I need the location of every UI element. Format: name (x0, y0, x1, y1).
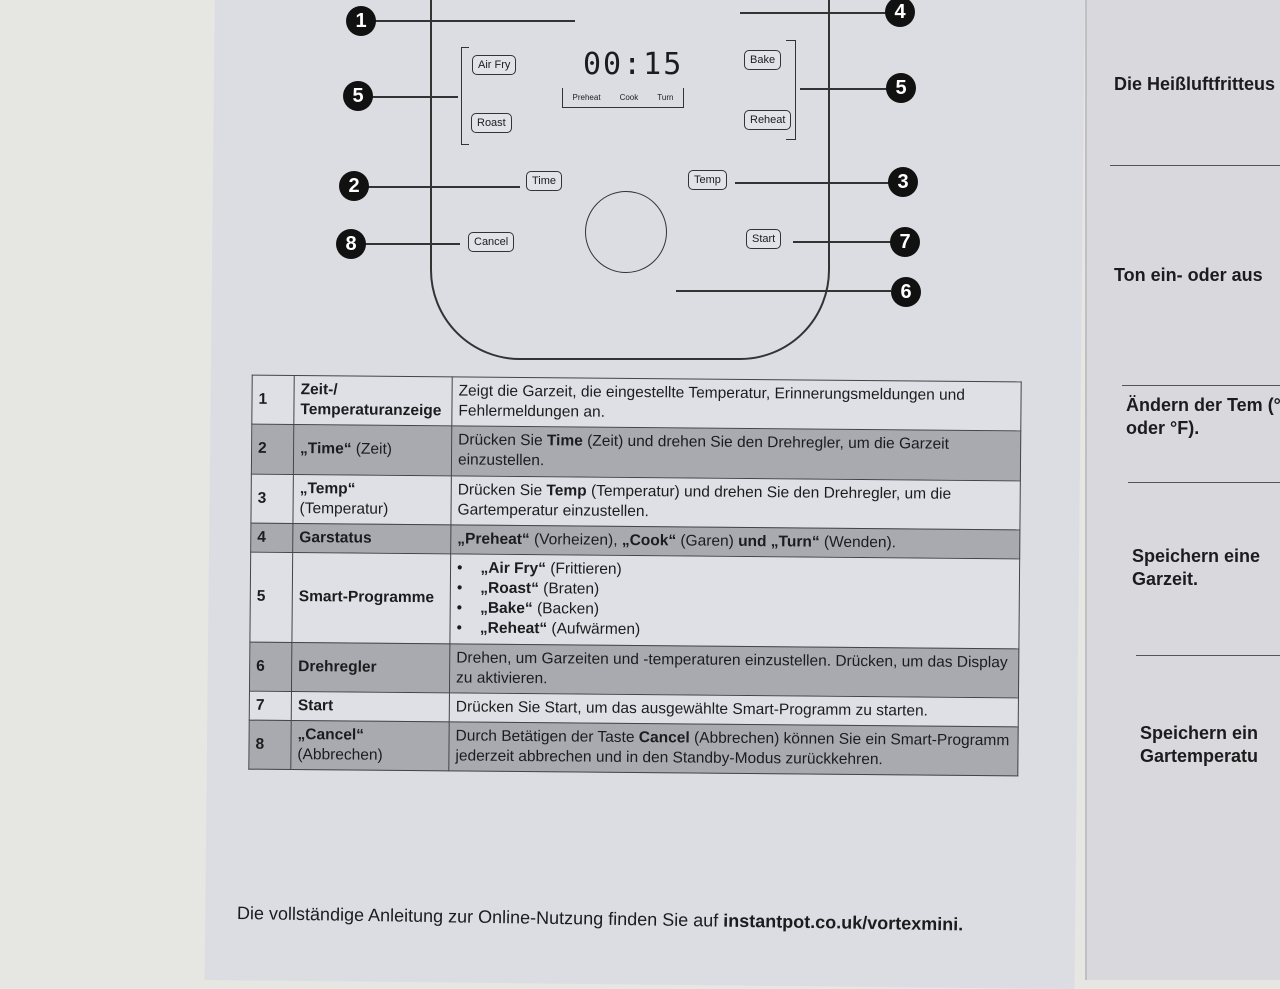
leader-line (735, 182, 890, 184)
time-button: Time (526, 171, 563, 191)
leader-line (800, 88, 888, 90)
table-row: 3„Temp“ (Temperatur)Drücken Sie Temp (Te… (250, 473, 1021, 530)
leader-line (368, 186, 520, 188)
reheat-button: Reheat (744, 110, 792, 130)
leader-line (375, 20, 575, 22)
time-display: 00:15 (583, 47, 684, 82)
temp-button: Temp (688, 170, 727, 190)
callout-2: 2 (339, 171, 369, 201)
callout-5-left: 5 (343, 81, 373, 111)
airfry-button: Air Fry (472, 55, 517, 75)
start-button: Start (746, 229, 782, 249)
leader-line (365, 243, 460, 245)
callout-1: 1 (346, 6, 376, 36)
leader-line (676, 290, 891, 292)
manual-url: instantpot.co.uk/vortexmini. (723, 910, 964, 935)
status-bar: Preheat Cook Turn (562, 88, 684, 108)
roast-button: Roast (471, 113, 512, 133)
callout-7: 7 (890, 227, 920, 257)
callout-4: 4 (885, 0, 915, 27)
right-page-row: Speichern ein Gartemperatu (1136, 655, 1280, 767)
right-page-row: Speichern eine Garzeit. (1128, 482, 1280, 590)
callout-8: 8 (336, 229, 366, 259)
right-page-row: Die Heißluftfritteus (1114, 74, 1276, 94)
right-page-row: Ton ein- oder aus (1110, 165, 1280, 285)
smart-program-list: „Air Fry“ (Frittieren) „Roast“ (Braten) … (456, 558, 1013, 643)
bake-button: Bake (744, 50, 782, 70)
leader-line (740, 12, 890, 14)
right-manual-page (1085, 0, 1280, 980)
device-outline (430, 0, 830, 360)
bracket-left (461, 47, 469, 145)
status-cook: Cook (619, 93, 639, 102)
status-preheat: Preheat (572, 93, 601, 102)
callout-3: 3 (888, 167, 918, 197)
dial-knob (585, 191, 667, 273)
table-row: 8„Cancel“ (Abbrechen)Durch Betätigen der… (248, 720, 1019, 777)
callout-6: 6 (891, 277, 921, 307)
table-row: 2„Time“ (Zeit)Drücken Sie Time (Zeit) un… (251, 424, 1021, 481)
bracket-right (786, 40, 796, 140)
callout-5-right: 5 (886, 73, 916, 103)
cancel-button: Cancel (468, 232, 515, 252)
leader-line (793, 241, 893, 243)
right-page-row: Ändern der Tem (°C oder °F). (1122, 385, 1280, 439)
leader-line (372, 96, 458, 98)
list-item: „Reheat“ (Aufwärmen) (456, 619, 1012, 644)
status-turn: Turn (657, 93, 674, 102)
